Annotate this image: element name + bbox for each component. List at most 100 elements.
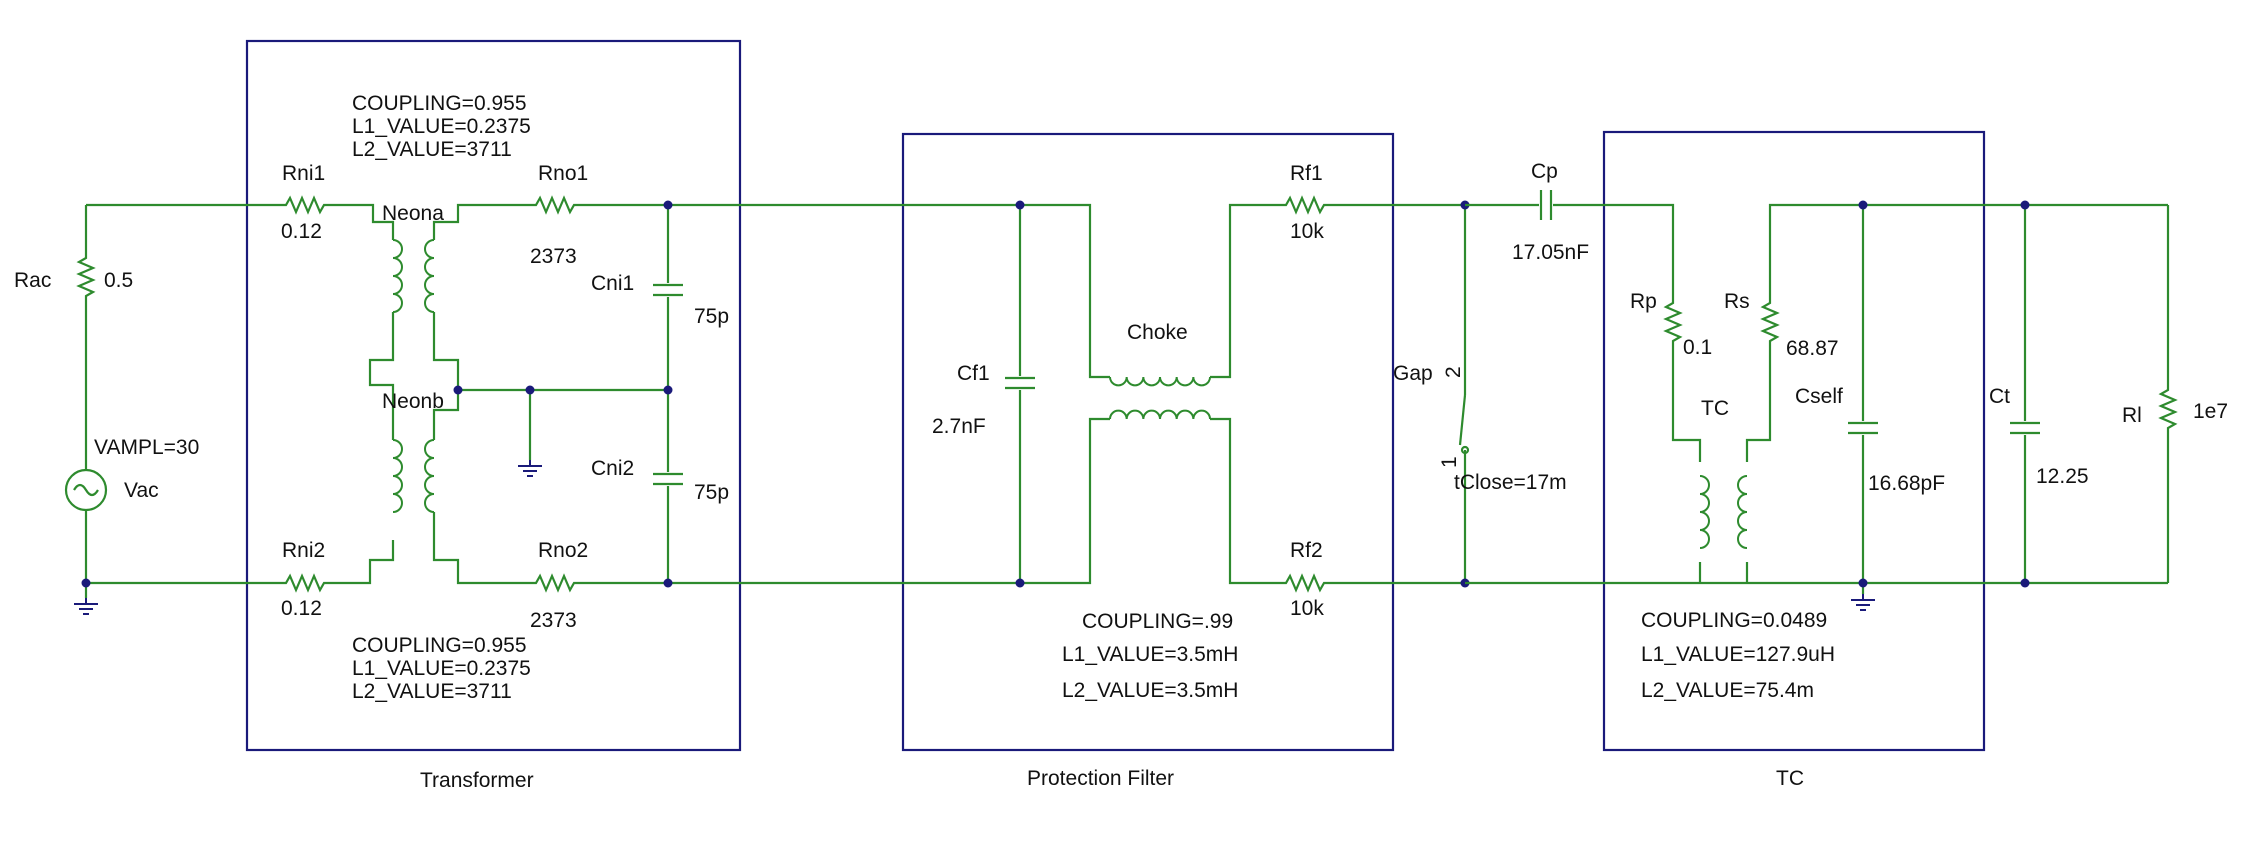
cni2-capacitor (651, 472, 685, 486)
ground-symbol (73, 597, 99, 615)
cni2-value: 75p (694, 481, 729, 504)
choke-coil-top (1109, 376, 1212, 387)
junction-dot (1015, 200, 1025, 210)
rs-value: 68.87 (1786, 337, 1839, 360)
rno1-label: Rno1 (538, 162, 588, 185)
junction-dot (663, 200, 673, 210)
choke-label: Choke (1127, 321, 1188, 344)
gap-label: Gap (1393, 362, 1433, 385)
transformer-block-title: Transformer (420, 769, 534, 792)
source-wiring (84, 203, 280, 598)
rp-label: Rp (1630, 290, 1657, 313)
ct-value: 12.25 (2036, 465, 2089, 488)
tc-coupling-label: COUPLING=0.0489 (1641, 609, 1827, 632)
rni2-resistor (278, 574, 332, 592)
tc-transformer-label: TC (1701, 397, 1729, 420)
junction-dot (1858, 200, 1868, 210)
tc-block-title: TC (1776, 767, 1804, 790)
filter-wiring (1018, 203, 1465, 585)
cp-capacitor (1539, 188, 1553, 222)
junction-dot (2020, 200, 2030, 210)
junction-dot (525, 385, 535, 395)
top-l2-label: L2_VALUE=3711 (352, 138, 512, 161)
top-coupling-label: COUPLING=0.955 (352, 92, 527, 115)
neona-primary-coil (392, 239, 403, 313)
rf2-value: 10k (1290, 597, 1324, 620)
neonb-label: Neonb (382, 390, 444, 413)
rs-resistor (1761, 295, 1779, 349)
rf2-label: Rf2 (1290, 539, 1323, 562)
ct-capacitor (2008, 421, 2042, 435)
rni1-resistor (278, 196, 332, 214)
bot-l1-label: L1_VALUE=0.2375 (352, 657, 531, 680)
rni2-label: Rni2 (282, 539, 325, 562)
cself-label: Cself (1795, 385, 1843, 408)
transformer-frame (245, 39, 742, 752)
filter-frame (901, 132, 1395, 752)
vac-source (64, 468, 108, 512)
choke-coil-bottom (1109, 409, 1212, 420)
junction-dot (1858, 578, 1868, 588)
neonb-secondary-coil (424, 439, 435, 513)
tc-l2-label: L2_VALUE=75.4m (1641, 679, 1814, 702)
tclose-label: tClose=17m (1454, 471, 1567, 494)
neona-secondary-coil (424, 239, 435, 313)
rs-label: Rs (1724, 290, 1750, 313)
rni1-label: Rni1 (282, 162, 325, 185)
cni2-label: Cni2 (591, 457, 634, 480)
filter-coupling-label: COUPLING=.99 (1082, 610, 1233, 633)
cni1-value: 75p (694, 305, 729, 328)
rf1-label: Rf1 (1290, 162, 1323, 185)
rf2-resistor (1278, 574, 1332, 592)
rni1-value: 0.12 (281, 220, 322, 243)
rp-resistor (1664, 295, 1682, 349)
cni1-capacitor (651, 283, 685, 297)
bot-coupling-label: COUPLING=0.955 (352, 634, 527, 657)
cni1-label: Cni1 (591, 272, 634, 295)
rf1-value: 10k (1290, 220, 1324, 243)
ground-symbol (1850, 593, 1876, 611)
rp-value: 0.1 (1683, 336, 1712, 359)
junction-dot (2020, 578, 2030, 588)
tc-l1-label: L1_VALUE=127.9uH (1641, 643, 1835, 666)
gap-pin1-label: 1 (1438, 456, 1461, 468)
cp-wiring (1465, 203, 2168, 585)
rl-resistor (2159, 382, 2177, 436)
rac-value: 0.5 (104, 269, 133, 292)
ct-label: Ct (1989, 385, 2010, 408)
cf1-capacitor (1003, 376, 1037, 390)
cp-label: Cp (1531, 160, 1558, 183)
transformer-wiring (278, 196, 1020, 592)
neonb-primary-coil (392, 439, 403, 513)
vac-label: Vac (124, 479, 159, 502)
cf1-value: 2.7nF (932, 415, 986, 438)
rno1-resistor (528, 196, 582, 214)
junction-dot (81, 578, 91, 588)
junction-dot (453, 385, 463, 395)
top-l1-label: L1_VALUE=0.2375 (352, 115, 531, 138)
tc-primary-coil (1698, 474, 1711, 550)
ground-symbol (517, 459, 543, 477)
junction-dot (1015, 578, 1025, 588)
vampl-label: VAMPL=30 (94, 436, 199, 459)
rno2-label: Rno2 (538, 539, 588, 562)
cp-value: 17.05nF (1512, 241, 1589, 264)
gap-switch (1458, 205, 1470, 583)
rac-resistor (77, 250, 95, 304)
neona-label: Neona (382, 202, 444, 225)
filter-l1-label: L1_VALUE=3.5mH (1062, 643, 1238, 666)
gap-pin2-label: 2 (1442, 366, 1465, 378)
tc-frame (1602, 130, 1986, 752)
tc-secondary-coil (1736, 474, 1749, 550)
filter-block-title: Protection Filter (1027, 767, 1174, 790)
rni2-value: 0.12 (281, 597, 322, 620)
rf1-resistor (1278, 196, 1332, 214)
filter-l2-label: L2_VALUE=3.5mH (1062, 679, 1238, 702)
rno2-resistor (528, 574, 582, 592)
junction-dot (663, 385, 673, 395)
junction-dot (663, 578, 673, 588)
rac-label: Rac (14, 269, 51, 292)
cself-value: 16.68pF (1868, 472, 1945, 495)
rl-label: Rl (2122, 404, 2142, 427)
